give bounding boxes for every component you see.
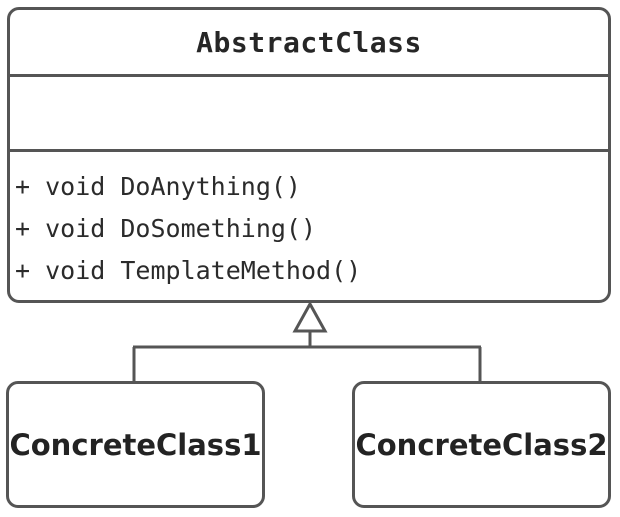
abstract-class-attributes-compartment xyxy=(10,77,608,149)
abstract-class-box[interactable]: AbstractClass + void DoAnything() + void… xyxy=(7,7,611,303)
abstract-class-methods-compartment: + void DoAnything() + void DoSomething()… xyxy=(10,152,608,300)
concrete-class-1-name-compartment: ConcreteClass1 xyxy=(9,384,262,505)
concrete-class-2-name-compartment: ConcreteClass2 xyxy=(355,384,608,505)
compartment-divider-attributes xyxy=(10,74,608,77)
method-line: + void DoSomething() xyxy=(15,214,317,243)
abstract-class-name: AbstractClass xyxy=(196,25,422,59)
concrete-class-2-name: ConcreteClass2 xyxy=(355,427,608,462)
method-line: + void TemplateMethod() xyxy=(15,256,362,285)
concrete-class-1-name: ConcreteClass1 xyxy=(9,427,262,462)
generalization-arrowhead-icon xyxy=(292,300,328,333)
compartment-divider-methods xyxy=(10,149,608,152)
method-line: + void DoAnything() xyxy=(15,172,301,201)
abstract-class-name-compartment: AbstractClass xyxy=(10,10,608,74)
concrete-class-2-box[interactable]: ConcreteClass2 xyxy=(352,381,611,508)
concrete-class-1-box[interactable]: ConcreteClass1 xyxy=(6,381,265,508)
